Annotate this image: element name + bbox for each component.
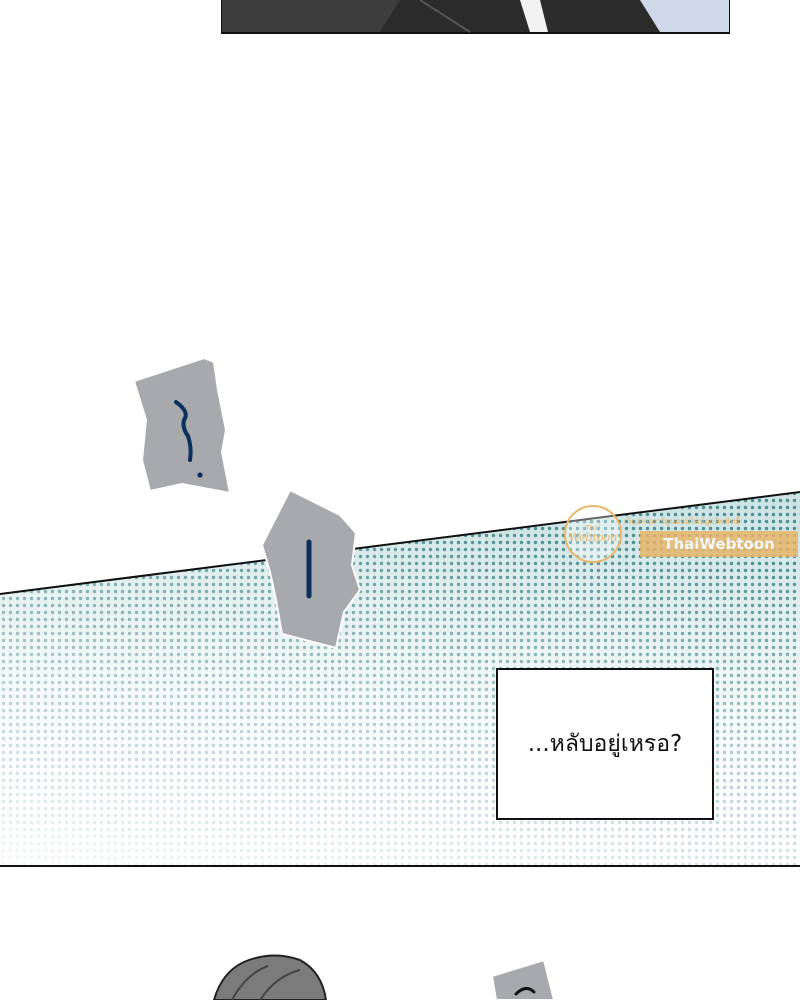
watermark-logo-small: Thai [585,524,601,532]
watermark: Thai Webtoon เว็บอ่านการ์ตูนออนไลน์ถูกลิ… [556,503,800,565]
watermark-band: ThaiWebtoon [640,531,798,557]
narration-box: ...หลับอยู่เหรอ? [496,668,714,820]
watermark-logo-main: Webtoon [568,531,618,544]
top-panel [221,0,730,34]
narration-text: ...หลับอยู่เหรอ? [527,731,683,757]
sfx-shard-left [132,356,232,495]
watermark-logo: Thai Webtoon [564,505,622,563]
watermark-brand: ThaiWebtoon [663,535,775,553]
sfx-shard-right [260,488,362,650]
watermark-tagline: เว็บอ่านการ์ตูนออนไลน์ถูกลิขสิทธิ์ [624,517,740,526]
bottom-figure-hair [212,954,328,1000]
sfx-shard-bottom [490,958,556,1000]
